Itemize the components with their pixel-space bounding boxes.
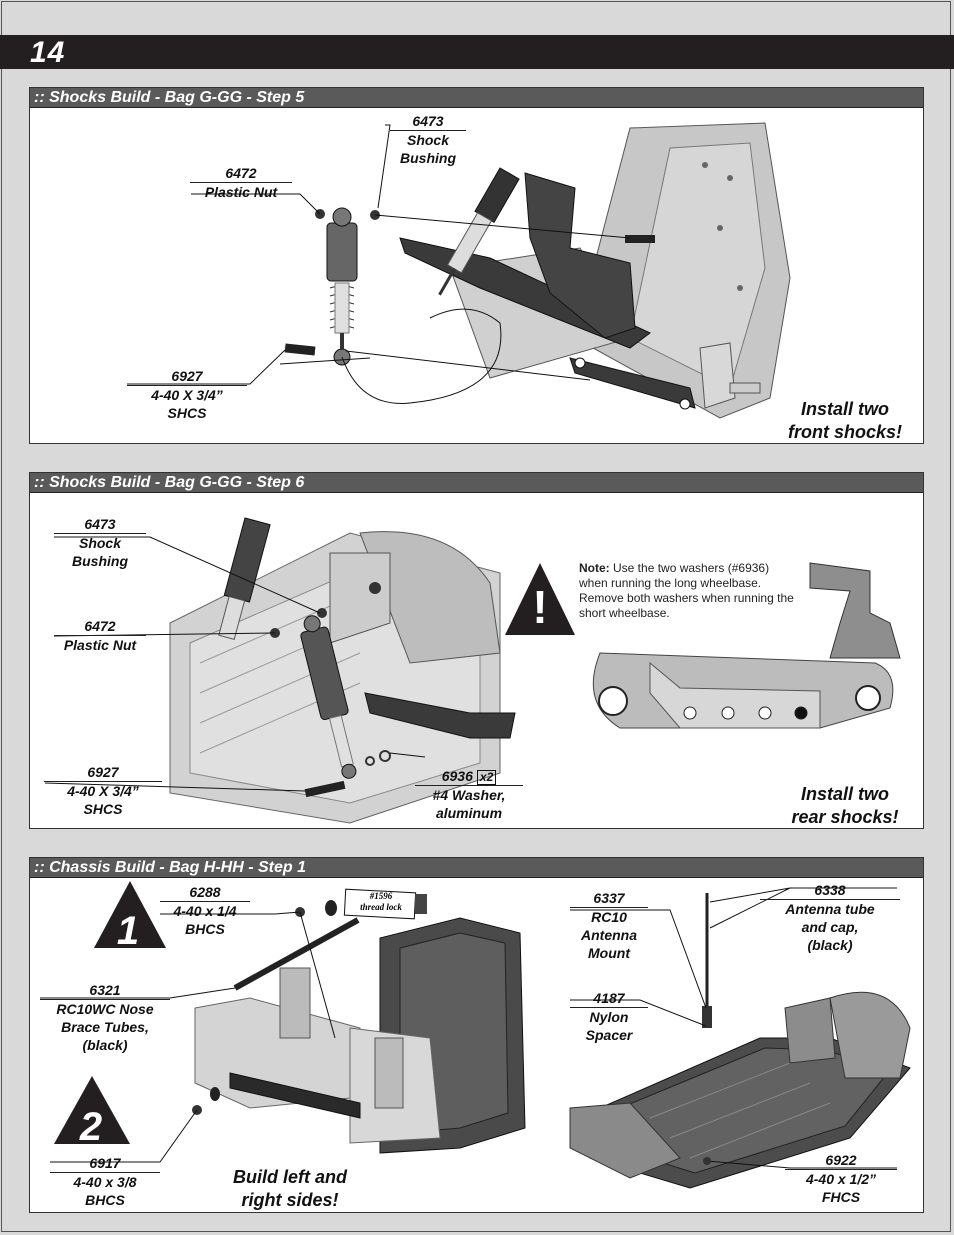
panel-step5: :: Shocks Build - Bag G-GG - Step 5 <box>29 87 924 444</box>
panel-chassis-step1: :: Chassis Build - Bag H-HH - Step 1 1 2 <box>29 857 924 1213</box>
callout-6338: 6338 Antenna tube and cap, (black) <box>760 881 900 954</box>
callout-6337: 6337 RC10 Antenna Mount <box>570 889 648 962</box>
washer-note: Note: Use the two washers (#6936) when r… <box>579 561 794 620</box>
callout-6473: 6473 Shock Bushing <box>390 112 466 167</box>
panel-title: :: Shocks Build - Bag G-GG - Step 5 <box>30 88 923 108</box>
callout-6927: 6927 4-40 X 3/4” SHCS <box>44 763 162 818</box>
svg-text:!: ! <box>532 581 547 633</box>
step-badge-2: 2 <box>79 1105 102 1149</box>
callout-6288: 6288 4-40 x 1/4 BHCS <box>160 883 250 938</box>
shock-install-front-illustration <box>127 122 791 419</box>
callout-6472: 6472 Plastic Nut <box>54 617 146 654</box>
build-sides-note: Build left and right sides! <box>233 1167 347 1210</box>
page-header: 14 <box>0 35 954 69</box>
threadlock-label: #1596 thread lock <box>360 891 402 912</box>
callout-6927: 6927 4-40 X 3/4” SHCS <box>127 367 247 422</box>
callout-6922: 6922 4-40 x 1/2” FHCS <box>785 1151 897 1206</box>
chassis-build-illustration: 1 2 <box>40 881 911 1189</box>
callout-6321: 6321 RC10WC Nose Brace Tubes, (black) <box>40 981 170 1054</box>
callout-6473: 6473 Shock Bushing <box>54 515 146 570</box>
panel-title: :: Chassis Build - Bag H-HH - Step 1 <box>30 858 923 878</box>
install-note: Install two rear shocks! <box>791 784 899 827</box>
page-number: 14 <box>30 36 66 69</box>
shock-install-rear-illustration: ! <box>44 517 901 824</box>
panel-title: :: Shocks Build - Bag G-GG - Step 6 <box>30 473 923 493</box>
quantity-badge: x2 <box>476 770 497 785</box>
callout-4187: 4187 Nylon Spacer <box>570 989 648 1044</box>
callout-6917: 6917 4-40 x 3/8 BHCS <box>50 1154 160 1209</box>
callout-6472: 6472 Plastic Nut <box>190 164 292 201</box>
step-badge-1: 1 <box>117 909 139 953</box>
install-note: Install two front shocks! <box>787 399 902 442</box>
panel-step6: :: Shocks Build - Bag G-GG - Step 6 <box>29 472 924 829</box>
